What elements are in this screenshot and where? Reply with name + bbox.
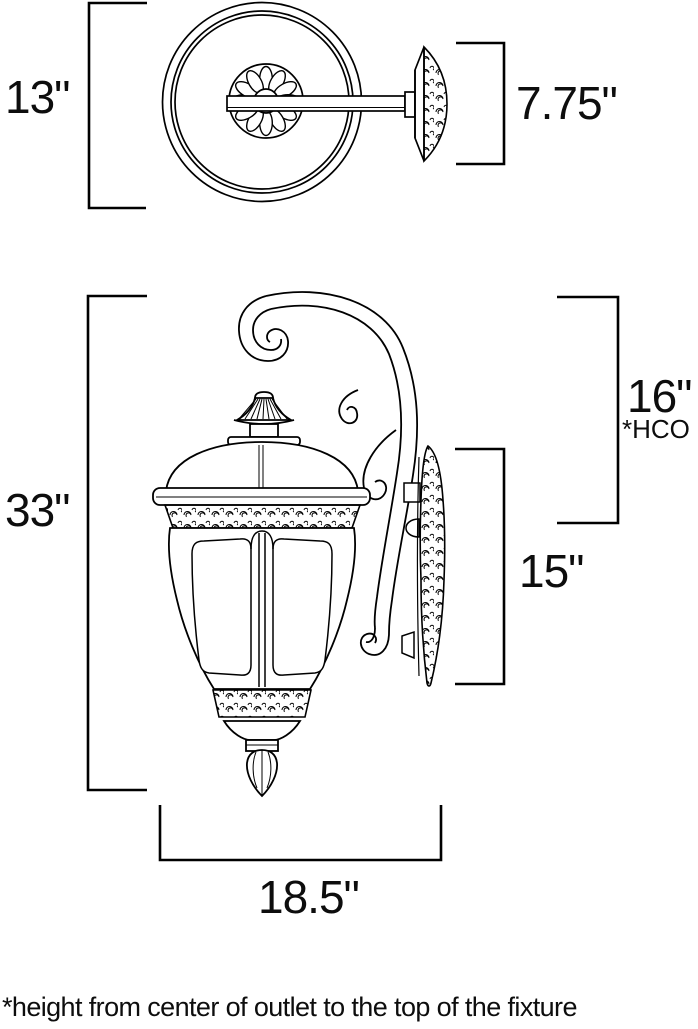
- scroll-curl-top: [238, 295, 289, 362]
- backplate-top-view: [414, 45, 448, 163]
- dim-bracket-13in: [87, 1, 147, 210]
- footnote: *height from center of outlet to the top…: [2, 992, 577, 1022]
- dim-label-backplate-height: 15": [519, 545, 584, 597]
- dim-label-overall-width: 18.5": [258, 871, 360, 923]
- scroll-leaf-large: [362, 429, 397, 501]
- glass-panel-left: [191, 538, 252, 676]
- arm-lower-connector: [401, 630, 415, 660]
- scroll-curl-bottom: [359, 632, 390, 656]
- dim-bracket-33in: [86, 294, 147, 792]
- dim-label-top-view-height: 13": [5, 71, 70, 123]
- glass-panel-right: [272, 538, 333, 676]
- dim-bracket-18-5in: [158, 805, 443, 862]
- dim-label-overall-height: 33": [5, 484, 70, 536]
- dim-bracket-15in: [455, 447, 506, 686]
- lantern-front-view: [152, 291, 446, 798]
- lantern-body: [167, 527, 357, 690]
- scroll-leaf-small: [338, 389, 359, 425]
- scroll-arm: [238, 291, 418, 656]
- dim-label-outlet-to-top: 16": [627, 370, 692, 422]
- dome: [152, 441, 371, 506]
- lantern-top-view: [161, 1, 448, 203]
- upper-filigree-band: [163, 504, 362, 529]
- dim-bracket-16in: [557, 295, 620, 525]
- outlet-knob: [405, 518, 420, 538]
- lower-filigree-band: [212, 689, 312, 718]
- arm-mount-tab: [403, 482, 421, 503]
- dim-note-hco: *HCO: [622, 414, 690, 444]
- dim-bracket-7-75in: [456, 41, 506, 166]
- dim-label-backplate-depth: 7.75": [516, 77, 618, 129]
- backplate-side-view: [401, 444, 446, 687]
- top-finial: [227, 391, 301, 446]
- lantern-bottom: [212, 689, 312, 798]
- mounting-arm-top-view: [226, 91, 416, 118]
